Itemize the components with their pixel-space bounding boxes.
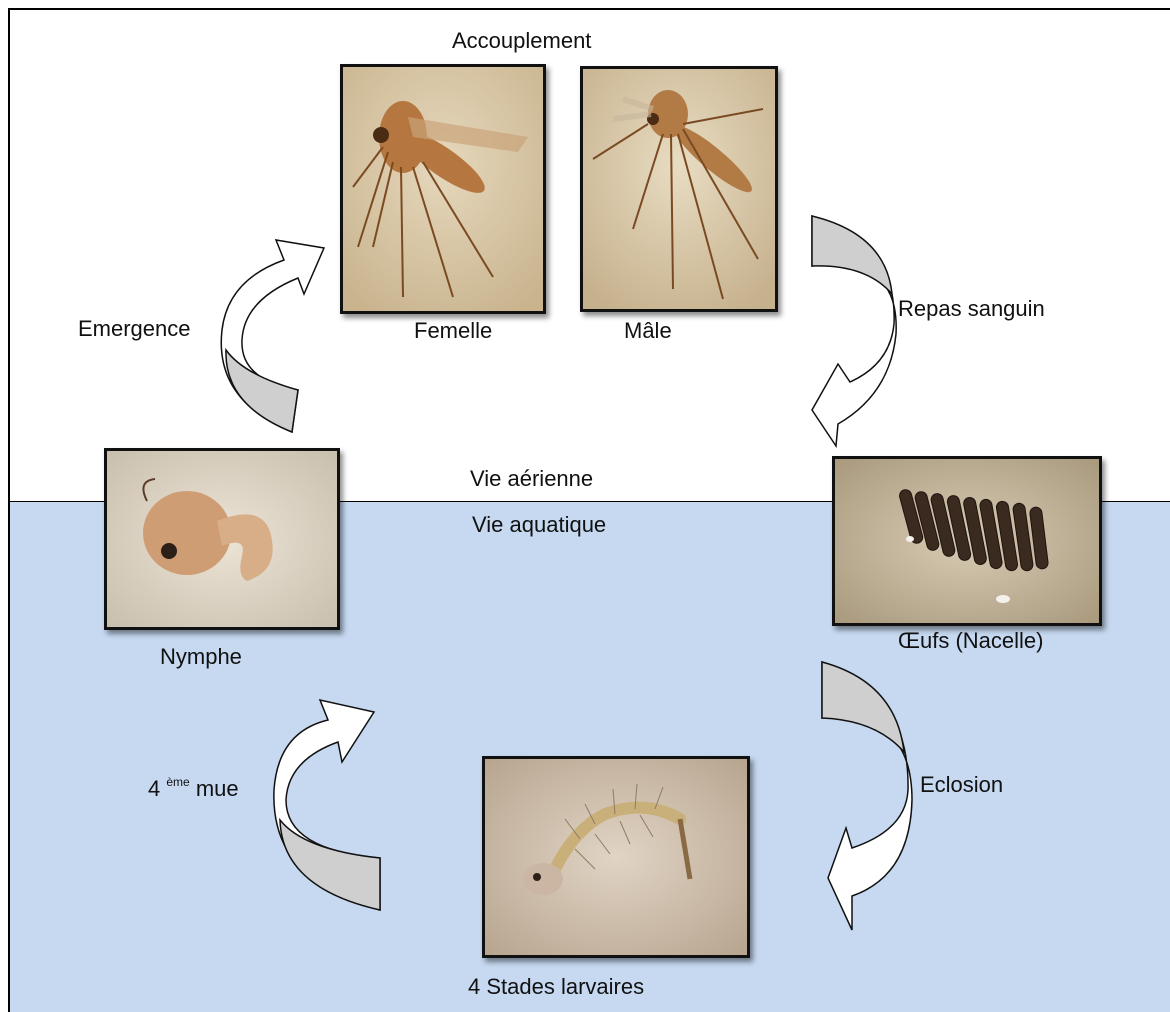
fourth-molt-arrow <box>264 660 388 916</box>
larva-photo <box>482 756 750 958</box>
pupa-image <box>107 451 337 627</box>
hatching-label: Eclosion <box>920 774 1003 796</box>
female-label: Femelle <box>414 320 492 342</box>
frame-border-left <box>8 8 10 1012</box>
molt-number: 4 <box>148 776 160 801</box>
emergence-label: Emergence <box>78 318 191 340</box>
eggs-photo <box>832 456 1102 626</box>
frame-border-top <box>8 8 1170 10</box>
egg-raft-image <box>835 459 1099 623</box>
mating-label: Accouplement <box>452 30 591 52</box>
pupa-label: Nymphe <box>160 646 242 668</box>
molt-word: mue <box>196 776 239 801</box>
larval-stages-label: 4 Stades larvaires <box>468 976 644 998</box>
eggs-label: Œufs (Nacelle) <box>898 630 1043 652</box>
pupa-photo <box>104 448 340 630</box>
hatching-arrow <box>806 660 916 932</box>
female-mosquito-image <box>343 67 543 311</box>
blood-meal-label: Repas sanguin <box>898 298 1045 320</box>
molt-ordinal: ème <box>166 775 189 789</box>
aerial-life-label: Vie aérienne <box>470 468 593 490</box>
male-mosquito-image <box>583 69 775 309</box>
blood-meal-arrow <box>806 214 902 450</box>
fourth-molt-label: 4 ème mue <box>148 776 239 800</box>
aquatic-life-label: Vie aquatique <box>472 514 606 536</box>
male-label: Mâle <box>624 320 672 342</box>
male-mosquito-photo <box>580 66 778 312</box>
larva-image <box>485 759 747 955</box>
emergence-arrow <box>214 200 338 436</box>
female-mosquito-photo <box>340 64 546 314</box>
